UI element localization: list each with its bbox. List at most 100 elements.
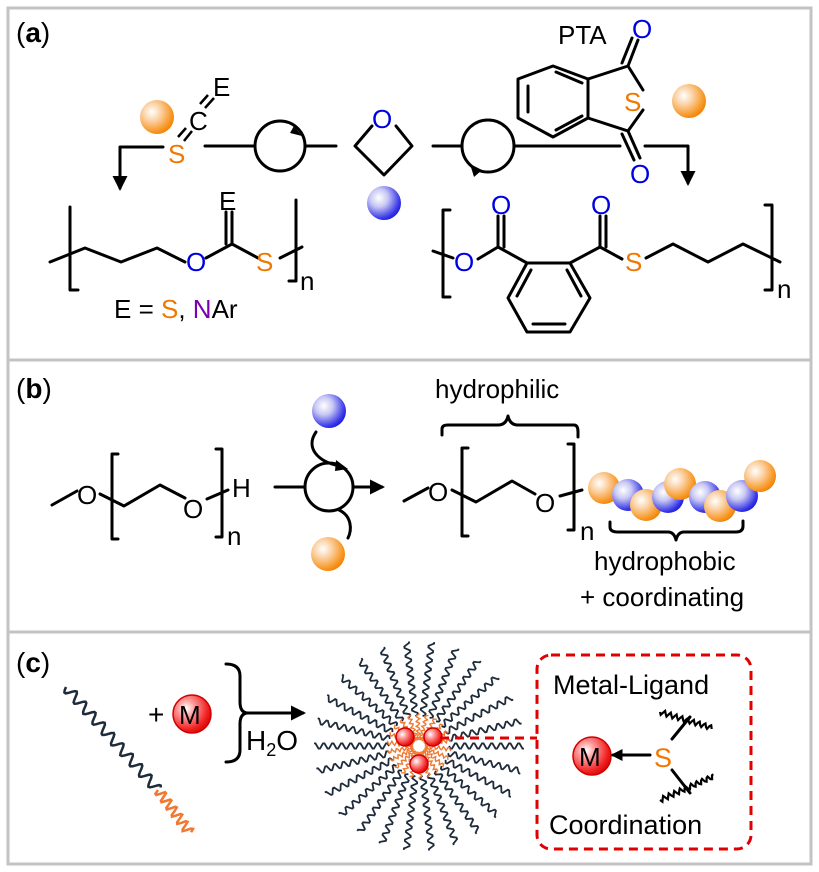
micelle-core-chain [394,748,415,769]
micelle-metal-ion [409,754,429,774]
micelle-corona-chain [317,717,391,741]
metal-symbol: M [179,700,201,730]
catalytic-cycle-right [460,118,516,174]
micelle-corona-chain [447,751,521,775]
plus-sign: + [148,699,164,730]
peg-right-O1: O [428,477,448,507]
monomer-entry-arrow [337,508,352,540]
micelle-corona-chain [426,773,459,846]
copolymer-bead-chain [588,460,776,522]
polymer-right-S: S [625,247,642,277]
micelle-corona-chain [378,773,410,844]
peg-left-O1: O [77,480,97,510]
micelle-corona-chain [448,742,524,750]
hydrophobic-brace [608,519,745,542]
oxetane-O: O [372,104,392,134]
ligand-bond-lower [670,768,692,795]
reaction-arrow-right [643,144,696,186]
hydrophilic-label: hydrophilic [435,374,559,404]
figure-border [6,6,813,866]
double-bond-CE-2 [199,94,209,105]
micelle-corona-chain [338,763,397,816]
polymer-left-S: S [256,247,273,277]
peg-left [50,447,230,541]
micelle-metal-ion [395,727,415,747]
micelle-corona-chain [441,676,500,729]
orange-monomer-bead [140,100,174,134]
panel-b-label: (b) [16,373,52,404]
blue-monomer-bead [367,186,401,220]
micelle-corona-chain [326,694,394,733]
hydrophilic-chain [63,686,163,789]
micelle-corona-chain [419,775,435,851]
hydrophobic-label: hydrophobic [594,546,736,576]
micelle-corona-chain [324,757,393,797]
micelle-corona-chain [419,642,436,718]
micelle-metal-ion [423,727,443,747]
atom-E: E [213,72,230,102]
micelle-corona-chain [402,774,419,850]
micelle-core-chain [386,744,414,754]
atom-S: S [168,139,185,169]
peg-left-H: H [232,473,251,503]
catalytic-cycle-left [253,119,307,173]
micelle-corona-chain [356,769,403,832]
atom-C: C [189,106,208,136]
cycle-arrow-icon [470,164,482,177]
E-definition: E = S, NAr [114,294,238,324]
micelle-core-chain [423,749,445,768]
panel-b: (b) O O H n O O n [16,373,776,612]
panel-c-label: (c) [16,647,50,678]
coordinating-label: + coordinating [580,582,744,612]
micelle-corona-chain [439,765,497,819]
callout-ligand-S: S [654,743,672,773]
peg-left-O2: O [183,494,203,524]
oxetane-ring [353,124,414,177]
arrow-head-icon [335,460,348,471]
coordination-callout-box [535,653,753,851]
micelle-corona-chain [341,673,399,727]
double-bond-CE [204,97,215,109]
monomer-entry-arrow [310,430,342,468]
PTA-structure [516,36,645,162]
ligand-bond-upper [670,715,692,741]
orange-monomer-bead [672,84,706,118]
hydrophobic-chain [153,789,195,833]
callout-title-bottom: Coordination [549,810,702,840]
double-bond-SC [183,130,193,142]
orange-monomer-bead [588,472,620,504]
micelle-corona-chain [428,648,460,719]
micelle-corona-chain [314,742,390,750]
PTA-S: S [624,87,641,117]
micelle-core-chain [419,714,429,741]
micelle-core-chain [423,747,449,760]
polymer-right [431,203,782,334]
PTA-O-top: O [632,14,652,44]
solvent-label: H2O [246,725,298,760]
micelle-corona-chain [358,657,405,722]
polymer-left [48,198,304,292]
repeat-n: n [300,266,314,296]
panel-a: (a) E C S O PTA O S O [16,14,791,334]
micelle-core-chain [420,750,439,774]
metal-ion-bead [172,694,212,734]
micelle [314,641,524,851]
polymer-right-O-carbonyl-1: O [491,190,511,220]
panel-c: (c) + M H2O Metal-Ligand Coordination M … [16,641,753,851]
repeat-n: n [227,521,241,551]
callout-title-top: Metal-Ligand [553,670,709,700]
ligand-chain-upper [658,708,713,731]
peg-right [402,442,584,538]
repeat-n: n [580,516,594,546]
reaction-arrow-left [112,145,165,191]
micelle-corona-chain [444,759,512,798]
hydrophilic-brace [440,414,580,439]
micelle-corona-chain [316,749,391,774]
polymer-right-O-ester: O [454,247,474,277]
micelle-corona-chain [433,770,480,835]
cycle-arrow-icon [290,126,302,136]
micelle-corona-chain [403,641,419,717]
double-bond-SC-2 [177,127,187,138]
catalytic-cycle [303,461,355,513]
